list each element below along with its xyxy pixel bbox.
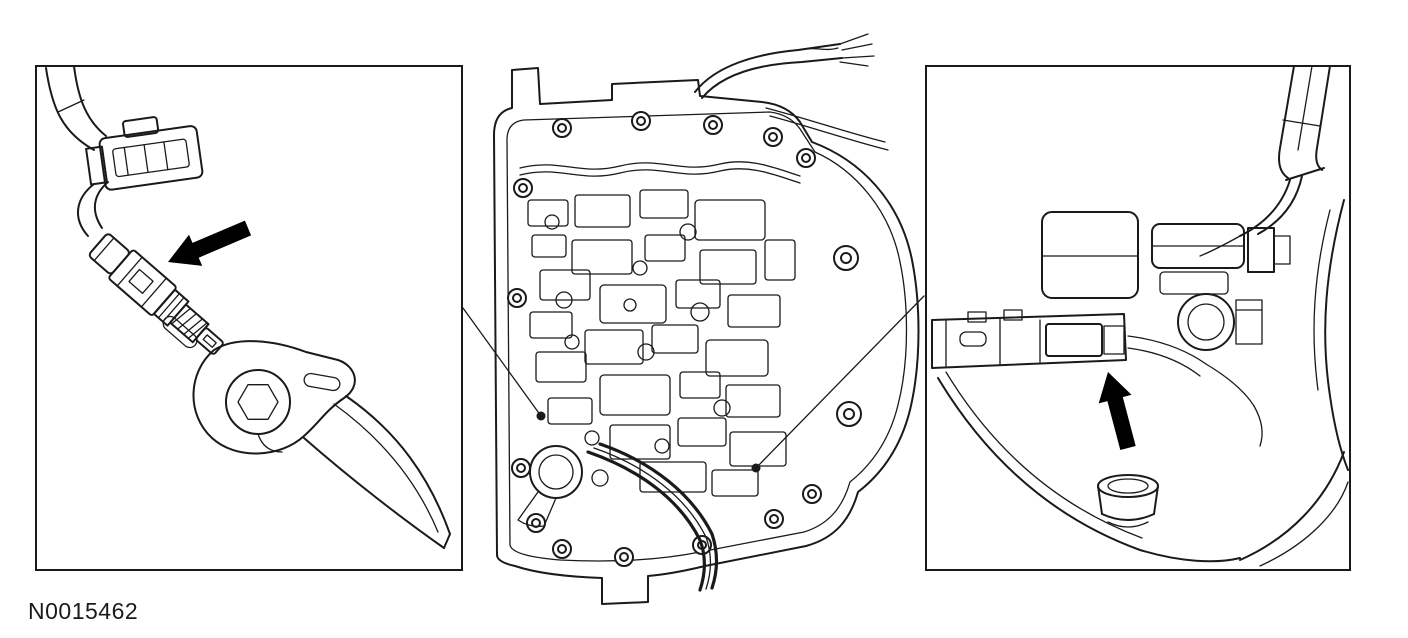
sensor-body bbox=[88, 233, 224, 355]
solenoid-blocks bbox=[1041, 211, 1291, 351]
mounting-bracket bbox=[162, 315, 356, 455]
filter-funnel bbox=[517, 445, 583, 528]
sensor-connector bbox=[85, 116, 204, 191]
harness-cable bbox=[1199, 65, 1331, 257]
right-callout-arrow-icon bbox=[1098, 372, 1136, 450]
output-cable bbox=[586, 442, 719, 592]
figure-reference-label: N0015462 bbox=[28, 598, 139, 624]
left-detail-panel bbox=[35, 65, 463, 571]
left-leader-line bbox=[462, 307, 546, 421]
right-detail-panel bbox=[925, 65, 1351, 571]
top-harness-wires bbox=[694, 33, 889, 151]
internal-harness bbox=[519, 161, 801, 184]
left-callout-arrow-icon bbox=[168, 220, 252, 266]
case-fin-curves bbox=[303, 395, 451, 549]
valve-bores bbox=[544, 214, 731, 487]
connector-wires bbox=[1127, 335, 1263, 447]
sensor-pigtail-wire bbox=[76, 181, 109, 237]
bottom-boss bbox=[1097, 474, 1159, 528]
case-curves-bottom bbox=[937, 371, 1241, 563]
case-curves-right bbox=[1239, 199, 1349, 567]
solenoid-connector-bar bbox=[931, 309, 1127, 369]
valve-blocks bbox=[527, 189, 796, 497]
right-panel-border bbox=[925, 65, 1351, 571]
sensor-harness-wire bbox=[45, 65, 107, 151]
valve-body-outline bbox=[493, 67, 920, 605]
left-panel-border bbox=[35, 65, 463, 571]
valve-body-illustration bbox=[462, 33, 925, 605]
right-leader-line bbox=[751, 295, 925, 473]
